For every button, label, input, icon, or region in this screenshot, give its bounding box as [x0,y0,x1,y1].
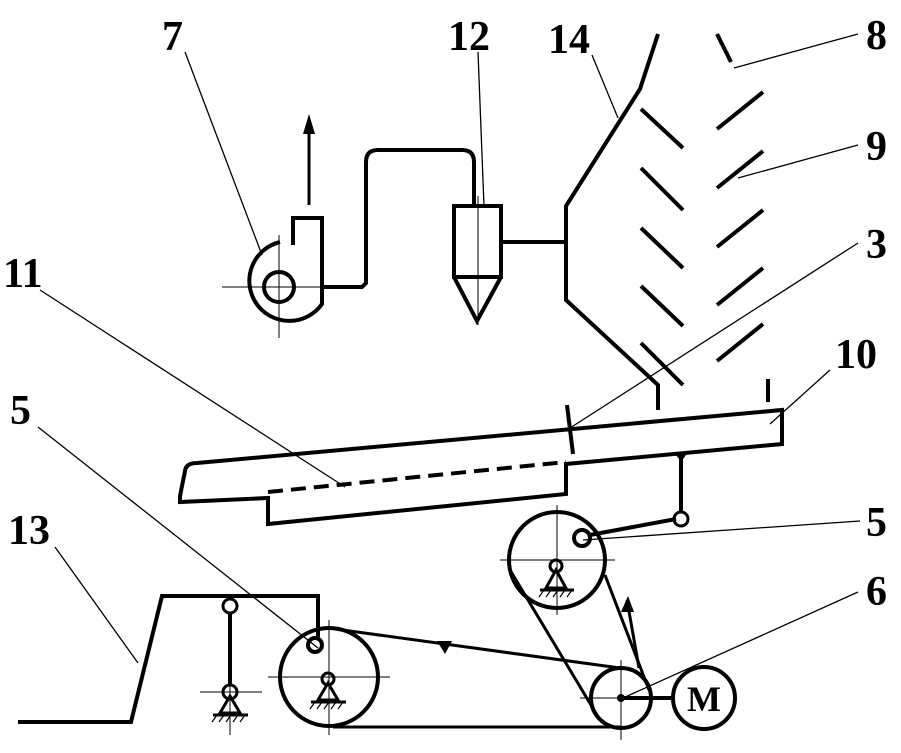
label-8: 8 [866,13,887,59]
right-crank [500,452,690,615]
motor-icon [671,665,737,731]
motor-label: M [687,679,721,719]
label-5-right: 5 [866,500,887,546]
label-9: 9 [866,124,887,170]
left-crank [268,620,390,735]
belt-arrow-up [621,596,634,612]
cyclone [452,196,566,326]
leader-lines [37,33,861,699]
hopper-channel [564,33,660,410]
sieve-tray [178,404,784,527]
label-10: 10 [835,332,877,378]
fan [222,114,476,338]
exhaust-arrow-head [303,114,315,134]
label-3: 3 [866,222,887,268]
label-7: 7 [162,14,183,60]
label-11: 11 [3,251,43,297]
belt-arrow-down [437,641,452,654]
label-13: 13 [8,508,50,554]
label-6: 6 [866,569,887,615]
label-14: 14 [548,17,590,63]
lower-frame [18,594,320,735]
label-5-left: 5 [10,388,31,434]
motor-drive: M [333,569,737,740]
louvres [639,33,770,402]
label-12: 12 [448,14,490,60]
